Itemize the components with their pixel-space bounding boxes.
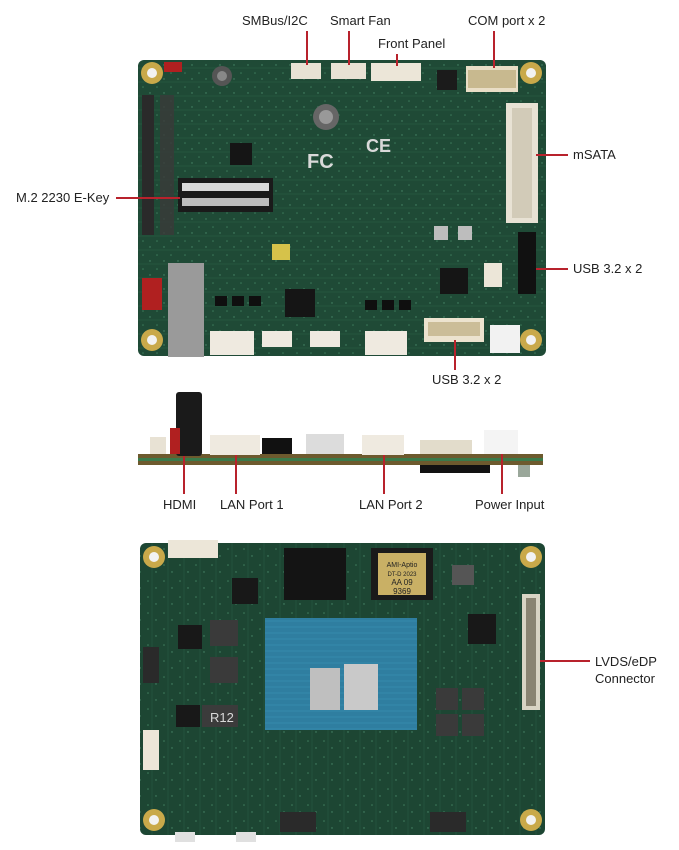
bios-chip-line3: AA 09 bbox=[391, 578, 413, 587]
smart-fan-leader bbox=[348, 31, 350, 65]
front-panel-label: Front Panel bbox=[378, 36, 446, 51]
bios-chip-brand: AMI-Aptio bbox=[387, 562, 418, 569]
bios-chip-line4: 9369 bbox=[393, 587, 411, 596]
lvds-label-line1: LVDS/eDP bbox=[595, 654, 657, 669]
lvds-leader bbox=[540, 660, 590, 662]
smbus-connector bbox=[291, 63, 321, 79]
cpu-die bbox=[310, 668, 340, 710]
inductor-r12-label: R12 bbox=[210, 710, 234, 725]
usb-bottom-label: USB 3.2 x 2 bbox=[432, 372, 502, 387]
lan1-label: LAN Port 1 bbox=[220, 497, 284, 512]
usb-bottom-leader bbox=[454, 340, 456, 370]
msata-leader bbox=[536, 154, 568, 156]
usb-right-header bbox=[518, 232, 536, 294]
m2-leader bbox=[116, 197, 180, 199]
m2-label: M.2 2230 E-Key bbox=[16, 190, 110, 205]
hdmi-label: HDMI bbox=[163, 497, 197, 512]
bottom-board-view: R12 AMI-Aptio DT-D 2023 AA 09 9369 bbox=[140, 540, 545, 842]
power-input-label: Power Input bbox=[475, 497, 545, 512]
usb-right-label: USB 3.2 x 2 bbox=[573, 261, 643, 276]
lvds-label-line2: Connector bbox=[595, 671, 655, 686]
hdmi-connector bbox=[176, 392, 202, 456]
hdmi-leader bbox=[183, 456, 185, 494]
front-panel-leader bbox=[396, 54, 398, 66]
cpu-package bbox=[265, 618, 417, 730]
front-panel-connector bbox=[371, 63, 421, 81]
power-input-leader bbox=[501, 454, 503, 494]
msata-label: mSATA bbox=[573, 147, 616, 162]
side-board-view bbox=[138, 392, 543, 477]
usb-right-leader bbox=[536, 268, 568, 270]
top-board-view: FC CE bbox=[138, 60, 546, 357]
lan-port-1-connector bbox=[210, 435, 260, 455]
power-input-connector bbox=[484, 430, 518, 454]
bios-chip-line2: DT-D 2023 bbox=[387, 572, 417, 578]
lan2-leader bbox=[383, 455, 385, 494]
lan2-label: LAN Port 2 bbox=[359, 497, 423, 512]
smbus-label: SMBus/I2C bbox=[242, 13, 308, 28]
pch-die bbox=[344, 664, 378, 710]
smbus-leader bbox=[306, 31, 308, 65]
lan-port-2-connector bbox=[362, 435, 404, 455]
smart-fan-label: Smart Fan bbox=[330, 13, 391, 28]
smart-fan-connector bbox=[331, 63, 366, 79]
fcc-mark: FC bbox=[307, 151, 334, 173]
inductor-r12 bbox=[202, 705, 238, 727]
lan1-leader bbox=[235, 455, 237, 494]
com-port-leader bbox=[493, 31, 495, 68]
ce-mark: CE bbox=[366, 136, 391, 156]
com-port-label: COM port x 2 bbox=[468, 13, 546, 28]
